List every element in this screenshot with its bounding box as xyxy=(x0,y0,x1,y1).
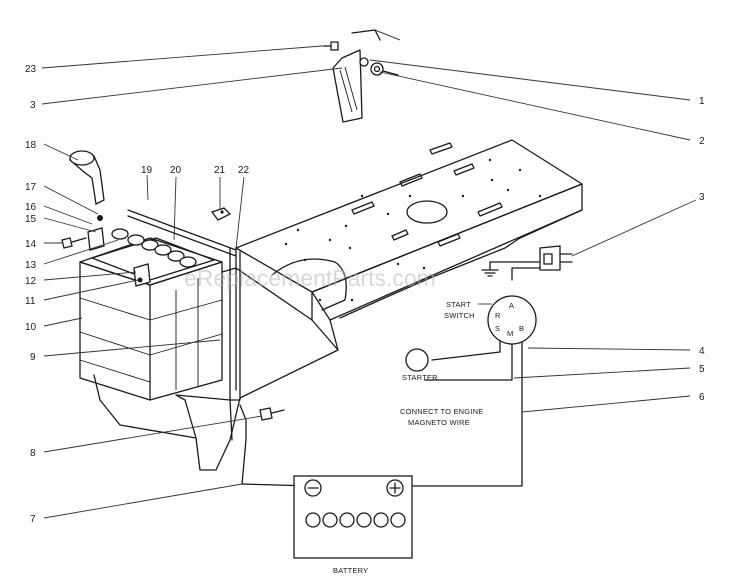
top-bracket-assembly xyxy=(322,29,401,123)
callout-10: 10 xyxy=(25,322,37,333)
callouts: 23 3 1 2 18 17 16 15 14 13 12 11 10 9 8 … xyxy=(25,64,705,525)
callout-15: 15 xyxy=(25,214,37,225)
plug-connector xyxy=(539,245,573,271)
wiring xyxy=(239,261,547,487)
starter: STARTER xyxy=(402,348,438,382)
callout-13: 13 xyxy=(25,260,37,271)
callout-16: 16 xyxy=(25,202,37,213)
schematic-battery: BATTERY xyxy=(293,475,413,575)
watermark: eReplacementParts.com xyxy=(184,265,436,291)
callout-11: 11 xyxy=(25,296,36,307)
tractor-frame xyxy=(93,139,583,471)
callout-17: 17 xyxy=(25,182,37,193)
switch-terminal-a: A xyxy=(509,301,514,310)
callout-7: 7 xyxy=(30,514,36,525)
switch-terminal-s: S xyxy=(495,324,500,333)
battery-label: BATTERY xyxy=(333,566,368,575)
start-switch-label-line1: START xyxy=(446,300,471,309)
callout-3-top: 3 xyxy=(30,100,36,111)
callout-6: 6 xyxy=(699,392,705,403)
callout-4: 4 xyxy=(699,346,705,357)
switch-terminal-b: B xyxy=(519,324,524,333)
callout-23: 23 xyxy=(25,64,37,75)
start-switch-label-line2: SWITCH xyxy=(444,311,475,320)
callout-8: 8 xyxy=(30,448,36,459)
magneto-note: CONNECT TO ENGINE MAGNETO WIRE xyxy=(400,407,483,427)
connect-label-line1: CONNECT TO ENGINE xyxy=(400,407,483,416)
callout-2: 2 xyxy=(699,136,705,147)
tractor-battery xyxy=(61,150,285,421)
start-switch: A R S M B START SWITCH xyxy=(444,295,537,345)
callout-5: 5 xyxy=(699,364,705,375)
callout-14: 14 xyxy=(25,239,37,250)
callout-19: 19 xyxy=(141,165,153,176)
callout-12: 12 xyxy=(25,276,37,287)
leader-lines xyxy=(41,45,697,519)
callout-22: 22 xyxy=(238,165,250,176)
connect-label-line2: MAGNETO WIRE xyxy=(408,418,470,427)
callout-9: 9 xyxy=(30,352,36,363)
switch-terminal-r: R xyxy=(495,311,501,320)
callout-20: 20 xyxy=(170,165,182,176)
callout-3-right: 3 xyxy=(699,192,705,203)
callout-21: 21 xyxy=(214,165,226,176)
starter-label: STARTER xyxy=(402,373,438,382)
switch-terminal-m: M xyxy=(507,329,513,338)
callout-1: 1 xyxy=(699,96,705,107)
callout-18: 18 xyxy=(25,140,37,151)
